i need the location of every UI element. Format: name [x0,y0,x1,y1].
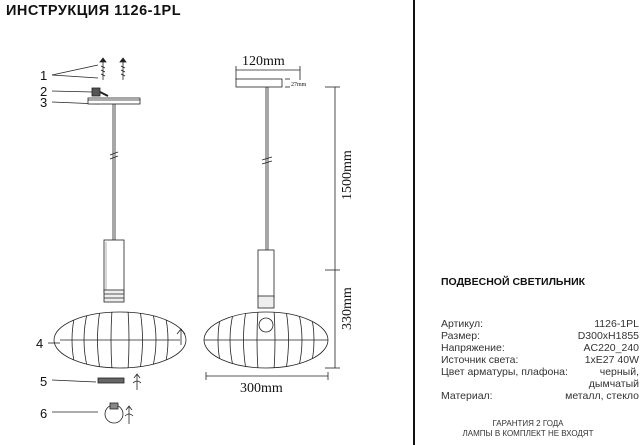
spec-row: Размер: D300xH1855 [441,330,639,342]
spec-row: Цвет арматуры, плафона: черный, [441,366,639,378]
callout-1: 1 [40,68,47,83]
dim-body-height: 330mm [340,287,355,330]
callout-3: 3 [40,95,47,110]
spec-row-continuation: дымчатый [588,378,639,390]
dim-canopy: 120mm [242,54,285,69]
spec-list: Артикул: 1126-1PL Размер: D300xH1855 Нап… [441,318,639,402]
screw-icon [99,57,107,80]
spec-row: Артикул: 1126-1PL [441,318,639,330]
product-name: ПОДВЕСНОЙ СВЕТИЛЬНИК [441,276,586,288]
rotate-arrow-icon [132,373,142,390]
rotate-arrow-icon [124,405,134,424]
warranty-text: ГАРАНТИЯ 2 ГОДА [492,419,564,428]
spec-row: Материал: металл, стекло [441,390,639,402]
callout-4: 4 [36,336,43,351]
dim-canopy-height: 27mm [291,82,307,88]
vertical-divider [413,0,415,445]
spec-row: Напряжение: AC220_240 [441,342,639,354]
page-title: ИНСТРУКЦИЯ 1126-1PL [6,3,182,19]
footer-note: ГАРАНТИЯ 2 ГОДА ЛАМПЫ В КОМПЛЕКТ НЕ ВХОД… [415,419,641,439]
bulbs-note: ЛАМПЫ В КОМПЛЕКТ НЕ ВХОДЯТ [462,429,594,438]
callout-2: 2 [40,84,47,99]
up-arrow-icon [176,328,186,345]
spec-row: Источник света: 1xE27 40W [441,354,639,366]
callout-6: 6 [40,406,47,421]
dim-diameter: 300mm [240,381,283,396]
assembly-drawing: 1 2 3 4 5 6 120mm 27mm 1500mm 330mm 300m… [36,54,355,424]
dim-cable: 1500mm [340,150,355,200]
screw-icon [119,57,127,80]
callout-5: 5 [40,374,47,389]
